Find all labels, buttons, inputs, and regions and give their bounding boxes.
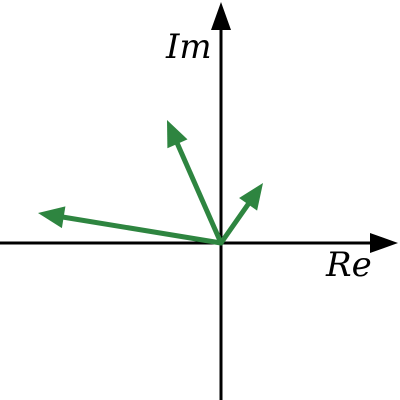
real-axis-arrowhead bbox=[370, 233, 398, 253]
imaginary-axis-arrowhead bbox=[211, 2, 231, 30]
vectors-group bbox=[38, 120, 263, 246]
vector-far-left-shaft bbox=[59, 214, 224, 246]
real-axis-label: Re bbox=[325, 245, 372, 285]
vector-upper-right-shaft bbox=[218, 200, 252, 246]
imaginary-axis-label: Im bbox=[165, 27, 212, 67]
vector-upper-right-arrowhead bbox=[239, 183, 263, 211]
vector-upper-left bbox=[167, 120, 224, 246]
vector-upper-left-shaft bbox=[174, 139, 224, 246]
vector-far-left-arrowhead bbox=[38, 206, 66, 229]
vector-far-left bbox=[38, 206, 224, 246]
vector-upper-right bbox=[218, 183, 263, 246]
vector-upper-left-arrowhead bbox=[167, 120, 188, 149]
